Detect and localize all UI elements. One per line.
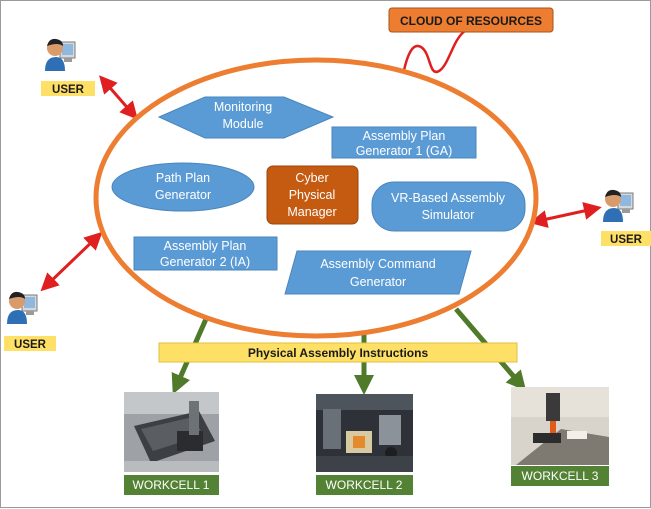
workcell-3-label: WORKCELL 3 xyxy=(522,469,599,483)
assembly-command-generator: Assembly Command Generator xyxy=(284,250,472,295)
assembly-plan-generator-1-label-2: Generator 1 (GA) xyxy=(356,144,453,158)
monitoring-module: Monitoring Module xyxy=(157,96,335,139)
cloud-of-resources-label: CLOUD OF RESOURCES xyxy=(400,14,542,28)
workcell-1: WORKCELL 1 xyxy=(124,392,219,495)
monitoring-module-label-1: Monitoring xyxy=(214,100,272,114)
assembly-command-generator-label-1: Assembly Command xyxy=(320,257,435,271)
assembly-plan-generator-2-label-1: Assembly Plan xyxy=(164,239,247,253)
arrow-user-bottom-left xyxy=(40,231,103,292)
cyber-physical-manager-label-2: Physical xyxy=(289,188,336,202)
path-plan-generator: Path Plan Generator xyxy=(111,162,255,212)
vr-simulator-label-2: Simulator xyxy=(422,208,475,222)
user-top-left-label: USER xyxy=(52,84,85,96)
workcell-2-photo xyxy=(316,394,413,472)
cyber-physical-manager: Cyber Physical Manager xyxy=(266,165,359,225)
workcell-1-photo xyxy=(124,392,219,472)
workcell-1-label: WORKCELL 1 xyxy=(133,478,210,492)
physical-assembly-instructions-bar: Physical Assembly Instructions xyxy=(158,342,518,363)
assembly-plan-generator-1-label-1: Assembly Plan xyxy=(363,129,446,143)
path-plan-generator-label-1: Path Plan xyxy=(156,171,210,185)
cyber-physical-manager-label-1: Cyber xyxy=(295,171,328,185)
user-bottom-left: USER xyxy=(4,291,56,351)
assembly-plan-generator-2-label-2: Generator 2 (IA) xyxy=(160,255,250,269)
arrow-user-right xyxy=(529,202,602,228)
user-computer-icon xyxy=(7,291,38,324)
user-right-label: USER xyxy=(610,234,643,246)
workcell-2: WORKCELL 2 xyxy=(316,394,413,495)
user-computer-icon xyxy=(603,189,634,222)
monitoring-module-label-2: Module xyxy=(223,117,264,131)
vr-based-assembly-simulator: VR-Based Assembly Simulator xyxy=(371,181,526,232)
user-bottom-left-label: USER xyxy=(14,339,47,351)
workcell-3: WORKCELL 3 xyxy=(511,387,609,486)
assembly-command-generator-label-2: Generator xyxy=(350,275,406,289)
user-computer-icon xyxy=(45,38,76,71)
cloud-connector-line xyxy=(399,29,466,87)
physical-assembly-instructions-label: Physical Assembly Instructions xyxy=(248,346,429,360)
arrow-user-top-left xyxy=(99,75,138,120)
cloud-of-resources: CLOUD OF RESOURCES xyxy=(388,7,554,33)
workcell-2-label: WORKCELL 2 xyxy=(326,478,403,492)
path-plan-generator-label-2: Generator xyxy=(155,188,211,202)
cyber-physical-manager-label-3: Manager xyxy=(287,205,336,219)
vr-simulator-label-1: VR-Based Assembly xyxy=(391,191,506,205)
assembly-plan-generator-2: Assembly Plan Generator 2 (IA) xyxy=(133,236,278,271)
user-top-left: USER xyxy=(41,38,95,96)
workcell-3-photo xyxy=(511,387,609,465)
user-right: USER xyxy=(601,189,651,246)
assembly-plan-generator-1: Assembly Plan Generator 1 (GA) xyxy=(331,126,477,159)
